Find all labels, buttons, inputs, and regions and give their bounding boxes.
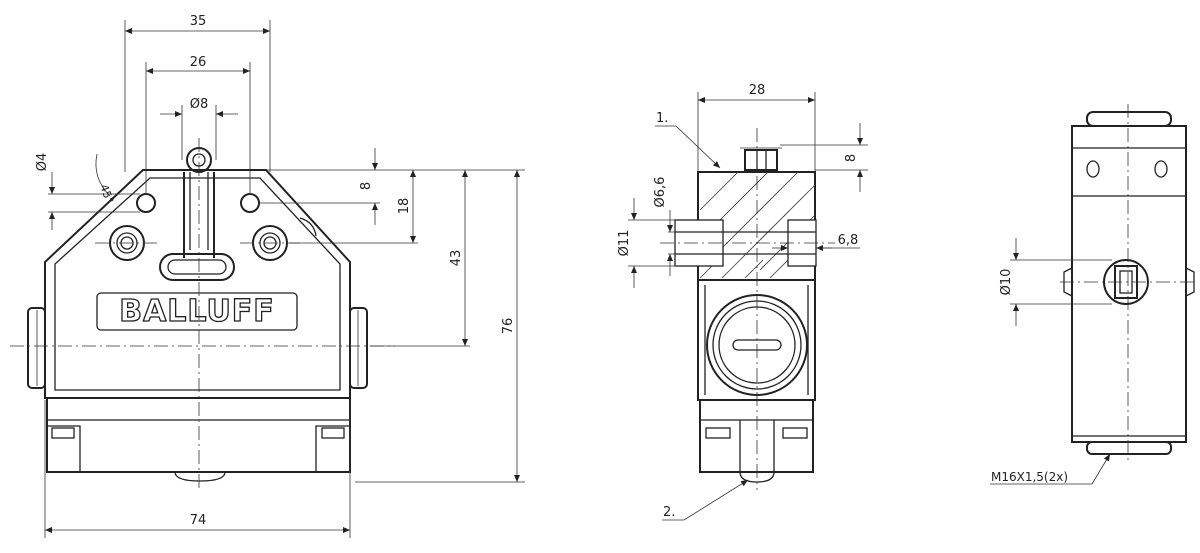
mount-hole-right <box>240 193 260 213</box>
dim-hole-11: Ø11 <box>617 230 632 257</box>
dim-43: 43 <box>449 250 464 267</box>
dim-28: 28 <box>749 83 766 98</box>
side-roller <box>744 149 778 171</box>
dim-roller-dia: Ø8 <box>190 97 209 112</box>
left-gland <box>27 307 46 389</box>
front-slot <box>159 253 235 281</box>
dim-depth-68: 6,8 <box>838 233 859 248</box>
dim-18: 18 <box>397 198 412 215</box>
dim-35: 35 <box>190 14 207 29</box>
rear-body <box>1071 125 1187 443</box>
dim-side-8: 8 <box>844 154 859 162</box>
dim-8: 8 <box>359 182 374 190</box>
logo-text: BALLUFF <box>119 294 275 329</box>
rear-cap-top <box>1086 111 1172 127</box>
dim-dia-10: Ø10 <box>999 269 1014 296</box>
callout-1: 1. <box>656 111 668 126</box>
dim-hole-dia: Ø4 <box>35 153 50 172</box>
actuator-lever <box>183 172 215 258</box>
callout-2: 2. <box>663 505 675 520</box>
dim-angle: 45° <box>97 183 116 206</box>
dim-26: 26 <box>190 55 207 70</box>
dim-74: 74 <box>190 513 207 528</box>
side-base <box>699 399 814 473</box>
side-view: 28 8 Ø6,6 Ø11 6,8 1. 2. <box>617 83 868 521</box>
front-base <box>46 397 351 473</box>
dim-76: 76 <box>501 318 516 335</box>
mount-hole-left <box>136 193 156 213</box>
rear-view: Ø10 M16X1,5(2x) <box>990 104 1196 485</box>
front-body-inner <box>54 177 341 391</box>
logo-box <box>96 292 298 331</box>
right-gland <box>349 307 368 389</box>
dim-hole-66: Ø6,6 <box>653 177 668 208</box>
thread-label: M16X1,5(2x) <box>991 470 1068 484</box>
front-view: BALLUFF 35 26 Ø8 Ø4 45° <box>10 14 525 538</box>
rear-cap-bottom <box>1086 441 1172 455</box>
front-body-outline <box>44 169 351 399</box>
